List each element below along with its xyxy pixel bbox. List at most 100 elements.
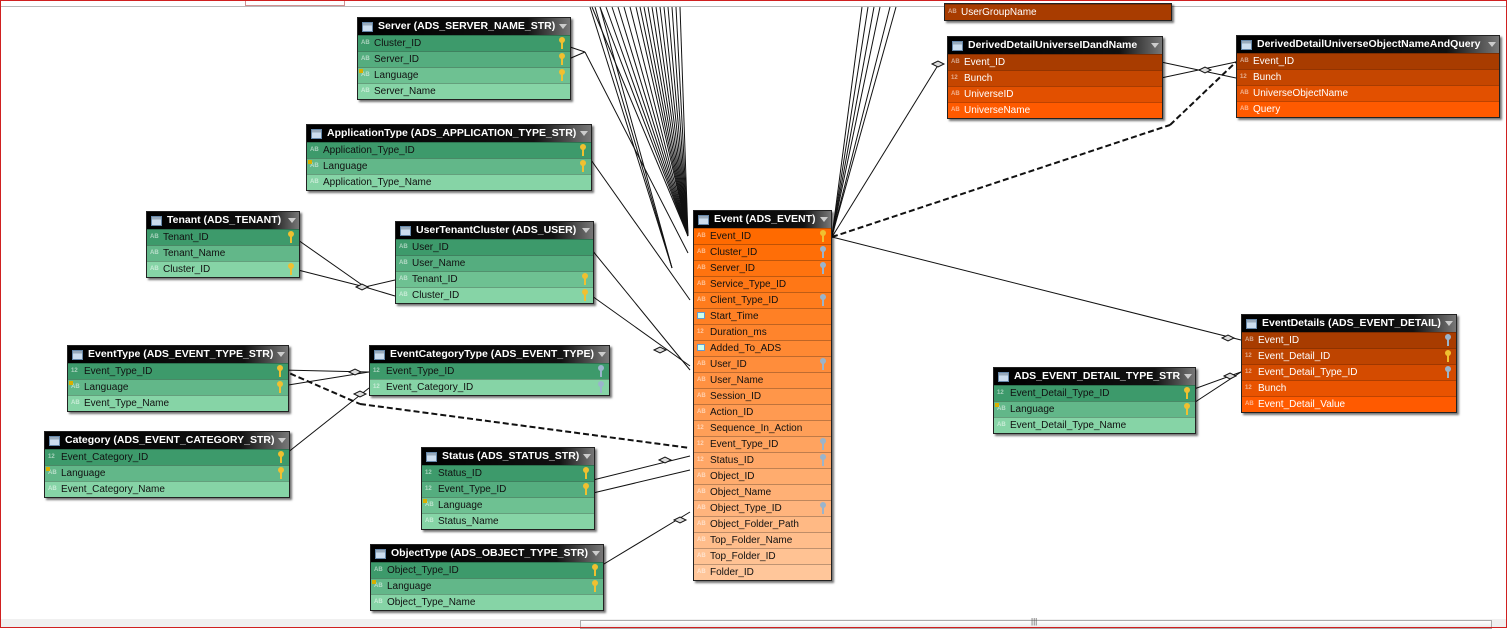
relationship-line[interactable] <box>831 124 1171 238</box>
table-header[interactable]: Status (ADS_STATUS_STR) <box>422 448 595 465</box>
relationship-line[interactable] <box>831 6 869 237</box>
table-header[interactable]: ApplicationType (ADS_APPLICATION_TYPE_ST… <box>307 125 592 142</box>
relationship-line[interactable] <box>611 6 689 237</box>
relationship-line[interactable] <box>831 236 1242 341</box>
table-application-type[interactable]: ApplicationType (ADS_APPLICATION_TYPE_ST… <box>306 124 593 191</box>
relationship-line[interactable] <box>297 239 366 288</box>
relationship-line[interactable] <box>831 6 881 237</box>
relationship-line[interactable] <box>593 511 691 571</box>
relationship-line[interactable] <box>629 6 689 237</box>
chevron-down-icon[interactable] <box>1184 374 1193 379</box>
relationship-line[interactable] <box>643 6 689 237</box>
relationship-line[interactable] <box>675 6 689 237</box>
table-header[interactable]: Category (ADS_EVENT_CATEGORY_STR) <box>45 432 290 449</box>
table-header[interactable]: Server (ADS_SERVER_NAME_STR) <box>358 18 571 35</box>
chevron-down-icon[interactable] <box>582 228 590 233</box>
table-header[interactable]: DerivedDetailUniverseObjectNameAndQuery <box>1237 36 1499 53</box>
chevron-down-icon[interactable] <box>583 454 592 459</box>
relationship-line[interactable] <box>364 286 396 297</box>
relationship-line[interactable] <box>297 269 366 288</box>
relationship-line[interactable] <box>592 469 691 494</box>
table-header[interactable]: ObjectType (ADS_OBJECT_TYPE_STR) <box>371 545 604 562</box>
relationship-line[interactable] <box>617 6 689 237</box>
relationship-line[interactable] <box>667 6 689 237</box>
relationship-line[interactable] <box>594 6 673 269</box>
relationship-line[interactable] <box>831 61 941 238</box>
chevron-down-icon[interactable] <box>1444 321 1453 326</box>
chevron-down-icon[interactable] <box>288 218 296 223</box>
chevron-down-icon[interactable] <box>1151 43 1159 48</box>
chevron-down-icon[interactable] <box>559 24 568 29</box>
relationship-line[interactable] <box>635 6 689 237</box>
relationship-line[interactable] <box>831 6 897 237</box>
table-header[interactable]: Event (ADS_EVENT) <box>694 211 831 228</box>
column-row[interactable]: Added_To_ADS <box>694 340 831 356</box>
relationship-line[interactable] <box>651 6 689 237</box>
table-header[interactable]: UserTenantCluster (ADS_USER) <box>396 222 593 239</box>
relationship-line[interactable] <box>671 6 689 237</box>
relationship-line[interactable] <box>591 249 691 371</box>
relationship-line[interactable] <box>281 369 361 405</box>
relationship-line[interactable] <box>831 6 891 237</box>
relationship-line[interactable] <box>639 6 689 237</box>
chevron-down-icon[interactable] <box>592 551 601 556</box>
relationship-line[interactable] <box>663 6 689 237</box>
relationship-line[interactable] <box>599 6 673 269</box>
relationship-line[interactable] <box>591 6 689 237</box>
relationship-line[interactable] <box>655 6 689 237</box>
relationship-line[interactable] <box>1169 61 1237 126</box>
relationship-line[interactable] <box>831 6 875 237</box>
chevron-down-icon[interactable] <box>598 352 607 357</box>
